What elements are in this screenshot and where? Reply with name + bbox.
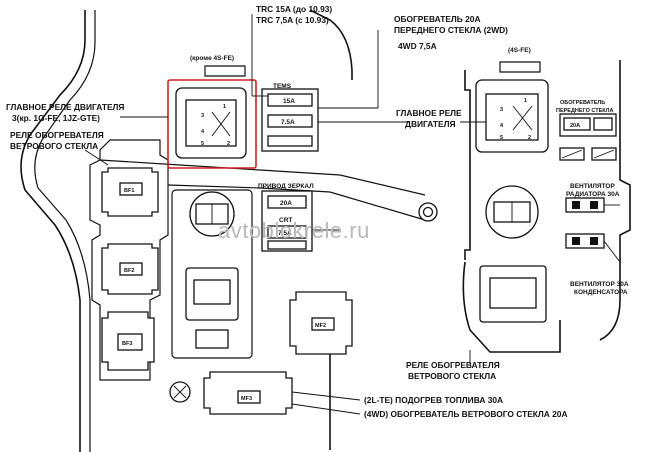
leader-rear-defog bbox=[84, 149, 109, 166]
bottom-relay-label-1: РЕЛЕ ОБОГРЕВАТЕЛЯ bbox=[406, 360, 500, 370]
mirror-fuse-20a bbox=[267, 195, 307, 209]
trc-7-5a-label: TRC 7,5A (с 10.93) bbox=[256, 15, 329, 25]
bf3-plate bbox=[117, 333, 143, 351]
mirror-drive-label: ПРИВОД ЗЕРКАЛ bbox=[258, 183, 314, 190]
crt-fuse-7-5a-label: 7.5A bbox=[278, 230, 292, 237]
heater-front-label-1: ОБОГРЕВАТЕЛЬ 20A bbox=[394, 14, 481, 24]
bottom-relay-label-2: ВЕТРОВОГО СТЕКЛА bbox=[408, 371, 496, 381]
front-heater-box-label-1: ОБОГРЕВАТЕЛЬ bbox=[560, 100, 605, 106]
right-pin-2: 2 bbox=[528, 135, 531, 141]
mirror-fuse-20a-label: 20A bbox=[280, 200, 292, 207]
right-fuse-20a bbox=[563, 117, 591, 131]
main-relay-socket bbox=[185, 99, 237, 147]
right-relay-tab bbox=[499, 61, 541, 73]
tems-fuse-15a-label: 15A bbox=[283, 98, 295, 105]
tems-fuse-7-5a-label: 7.5A bbox=[281, 119, 295, 126]
fuel-heater-label: (2L-TE) ПОДОГРЕВ ТОПЛИВА 30A bbox=[364, 395, 503, 405]
mf3-label: MF3 bbox=[241, 396, 252, 402]
fan-radiator-slot-l bbox=[572, 201, 580, 209]
except-4s-label: (кроме 4S-FE) bbox=[190, 55, 234, 62]
rear-defog-relay-label-1: РЕЛЕ ОБОГРЕВАТЕЛЯ bbox=[10, 130, 104, 140]
right-slot-1-hatch bbox=[561, 149, 583, 159]
rear-defog-relay-label-2: ВЕТРОВОГО СТЕКЛА bbox=[10, 141, 98, 151]
fan-condenser-slot-l bbox=[572, 237, 580, 245]
leader-fuel-heater bbox=[291, 391, 361, 401]
relay-tab-top-left bbox=[204, 65, 246, 77]
front-heater-box-label-2: ПЕРЕДНЕГО СТЕКЛА bbox=[556, 108, 613, 114]
right-fuse-20a-label: 20A bbox=[570, 123, 580, 129]
mf2-plate bbox=[311, 317, 335, 331]
main-relay-red-box bbox=[167, 79, 257, 169]
right-pin-5: 5 bbox=[500, 135, 503, 141]
main-relay-red-label-1: ГЛАВНОЕ РЕЛЕ ДВИГАТЕЛЯ bbox=[6, 102, 124, 112]
trc-15a-label: TRC 15A (до 10.93) bbox=[256, 4, 332, 14]
fan-radiator-slot-r bbox=[590, 201, 598, 209]
bf1-plate bbox=[119, 182, 143, 196]
mirror-spare bbox=[267, 240, 307, 250]
relay-pin-1: 1 bbox=[223, 104, 226, 110]
main-relay-right-label-1: ГЛАВНОЕ РЕЛЕ bbox=[396, 108, 462, 118]
fan-radiator-label-2: РАДИАТОРА 30A bbox=[566, 191, 620, 198]
left-column-outline bbox=[89, 139, 169, 381]
tems-fuse-15a bbox=[267, 93, 313, 107]
mf2-label: MF2 bbox=[315, 323, 326, 329]
housing-far-right bbox=[599, 60, 631, 341]
bf2-label: BF2 bbox=[124, 268, 134, 274]
relay-pin-3: 3 bbox=[201, 113, 204, 119]
housing-outline bbox=[20, 10, 86, 452]
windshield-heater-label: (4WD) ОБОГРЕВАТЕЛЬ ВЕТРОВОГО СТЕКЛА 20A bbox=[364, 409, 568, 419]
bf3-label: BF3 bbox=[122, 341, 132, 347]
relay-pin-2: 2 bbox=[227, 141, 230, 147]
tems-spare bbox=[267, 135, 313, 147]
right-pin-1: 1 bbox=[524, 98, 527, 104]
watermark: avtoblokrele.ru bbox=[218, 218, 370, 243]
main-relay-right-label-2: ДВИГАТЕЛЯ bbox=[405, 119, 455, 129]
right-lower-plug bbox=[489, 277, 537, 309]
diagonal-band-upper bbox=[99, 159, 426, 196]
right-relay-x2 bbox=[512, 105, 533, 131]
housing-right-lower bbox=[462, 261, 561, 353]
housing-right-outline bbox=[309, 9, 353, 80]
fan-condenser-slot-r bbox=[590, 237, 598, 245]
right-pin-4: 4 bbox=[500, 123, 504, 129]
tems-fuse-7-5a bbox=[267, 114, 313, 128]
right-pin-3: 3 bbox=[500, 107, 503, 113]
only-4s-label: (4S-FE) bbox=[508, 47, 531, 54]
fan-condenser-label-2: КОНДЕНСАТОРА bbox=[574, 289, 628, 296]
leader-fan-condenser bbox=[603, 240, 621, 263]
fwd-7-5a-label: 4WD 7,5A bbox=[398, 41, 437, 51]
center-lower-plug bbox=[193, 279, 231, 305]
tems-label: TEMS bbox=[273, 83, 292, 90]
center-socket-frame bbox=[171, 189, 253, 359]
band-connector-inner bbox=[422, 206, 434, 218]
bf2-plate bbox=[119, 262, 143, 276]
mount-hole-cross2 bbox=[173, 385, 187, 399]
fan-radiator-fuse bbox=[565, 197, 605, 213]
crt-label: CRT bbox=[279, 217, 292, 224]
housing-outline-inner bbox=[34, 10, 96, 452]
relay-pin-5: 5 bbox=[201, 141, 204, 147]
right-fuse-spare bbox=[593, 117, 613, 131]
crt-fuse-7-5a bbox=[267, 225, 307, 239]
mf3-plate bbox=[237, 390, 261, 404]
leader-windshield bbox=[291, 403, 361, 415]
right-slot-2-hatch bbox=[593, 149, 615, 159]
fan-condenser-label-1: ВЕНТИЛЯТОР 30A bbox=[570, 281, 629, 288]
right-main-relay-socket bbox=[485, 93, 539, 141]
diagonal-band-lower bbox=[167, 184, 426, 221]
heater-front-label-2: ПЕРЕДНЕГО СТЕКЛА (2WD) bbox=[394, 25, 508, 35]
fan-condenser-fuse bbox=[565, 233, 605, 249]
center-bottom-clip bbox=[195, 329, 229, 349]
relay-x-2 bbox=[211, 111, 231, 137]
fan-radiator-label-1: ВЕНТИЛЯТОР bbox=[570, 183, 615, 190]
main-relay-red-label-2: 3(кр. 1G-FE, 1JZ-GTE) bbox=[12, 113, 100, 123]
housing-right-wall bbox=[464, 70, 471, 260]
bf1-label: BF1 bbox=[124, 188, 134, 194]
relay-pin-4: 4 bbox=[201, 129, 205, 135]
